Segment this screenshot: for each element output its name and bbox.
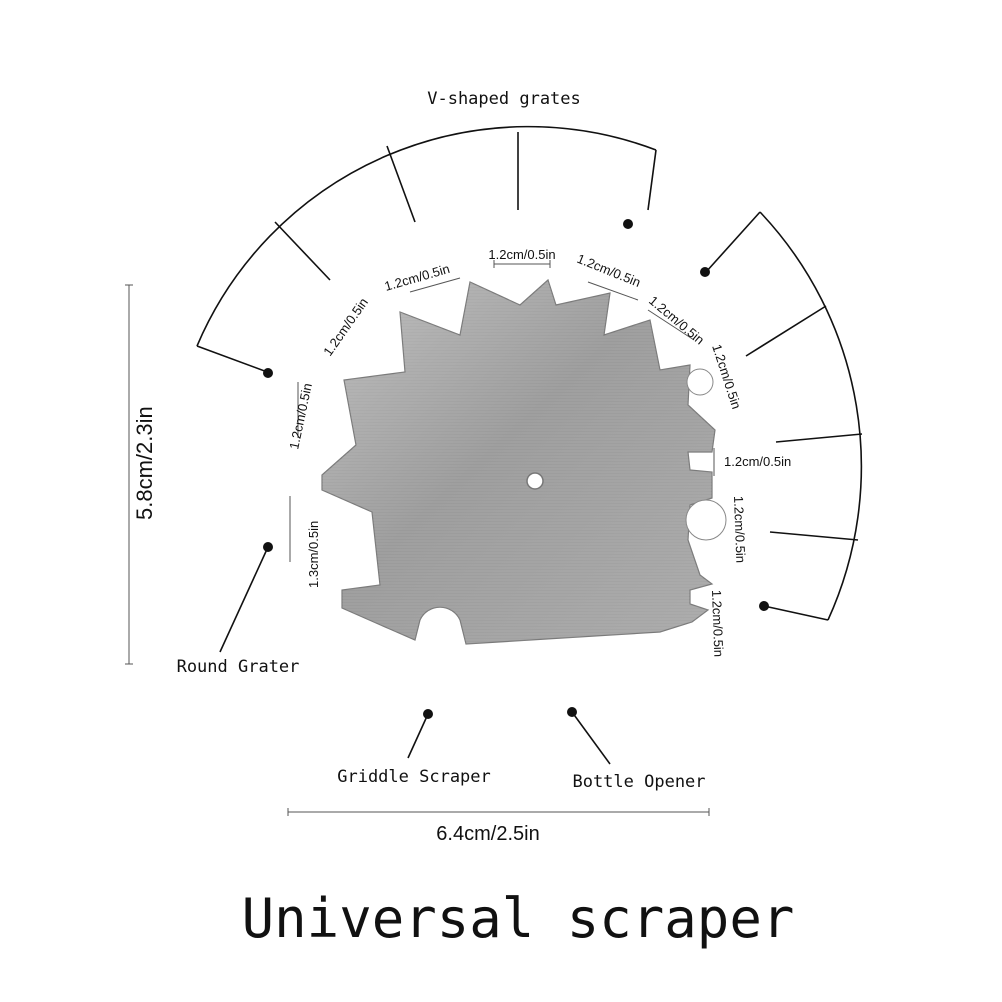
tooth-dim-5: 1.2cm/0.5in	[575, 251, 643, 290]
tooth-dim-6: 1.2cm/0.5in	[646, 293, 707, 348]
scraper-plate	[321, 278, 727, 645]
tooth-dimension-marks	[289, 260, 715, 562]
grates-arc-frame	[196, 125, 657, 378]
bottle-opener-leader	[567, 707, 611, 765]
griddle-scraper-leader	[407, 709, 433, 759]
label-griddle-scraper: Griddle Scraper	[337, 767, 491, 787]
tooth-dim-8: 1.2cm/0.5in	[724, 454, 791, 469]
right-arc-frame	[700, 211, 863, 621]
label-v-grates: V-shaped grates	[427, 89, 581, 109]
label-bottle-opener: Bottle Opener	[572, 772, 705, 792]
width-dimension-line	[287, 808, 710, 816]
tooth-dim-9: 1.2cm/0.5in	[731, 496, 748, 564]
height-dimension: 5.8cm/2.3in	[132, 406, 157, 520]
tooth-dim-2: 1.2cm/0.5in	[383, 261, 452, 294]
height-dimension-line	[125, 284, 133, 665]
width-dimension: 6.4cm/2.5in	[436, 823, 539, 845]
tooth-dim-3: 1.2cm/0.5in	[320, 295, 371, 359]
top-tooth-dim: 1.2cm/0.5in	[488, 247, 555, 262]
label-round-grater: Round Grater	[177, 657, 300, 677]
tooth-dim-4: 1.2cm/0.5in	[286, 382, 315, 451]
tooth-dim-10: 1.2cm/0.5in	[709, 590, 726, 658]
round-grater-leader	[219, 542, 273, 653]
left-notch-dim: 1.3cm/0.5in	[306, 521, 321, 588]
page-title: Universal scraper	[242, 887, 795, 950]
center-hole	[526, 472, 544, 490]
tooth-dim-7: 1.2cm/0.5in	[709, 342, 744, 411]
